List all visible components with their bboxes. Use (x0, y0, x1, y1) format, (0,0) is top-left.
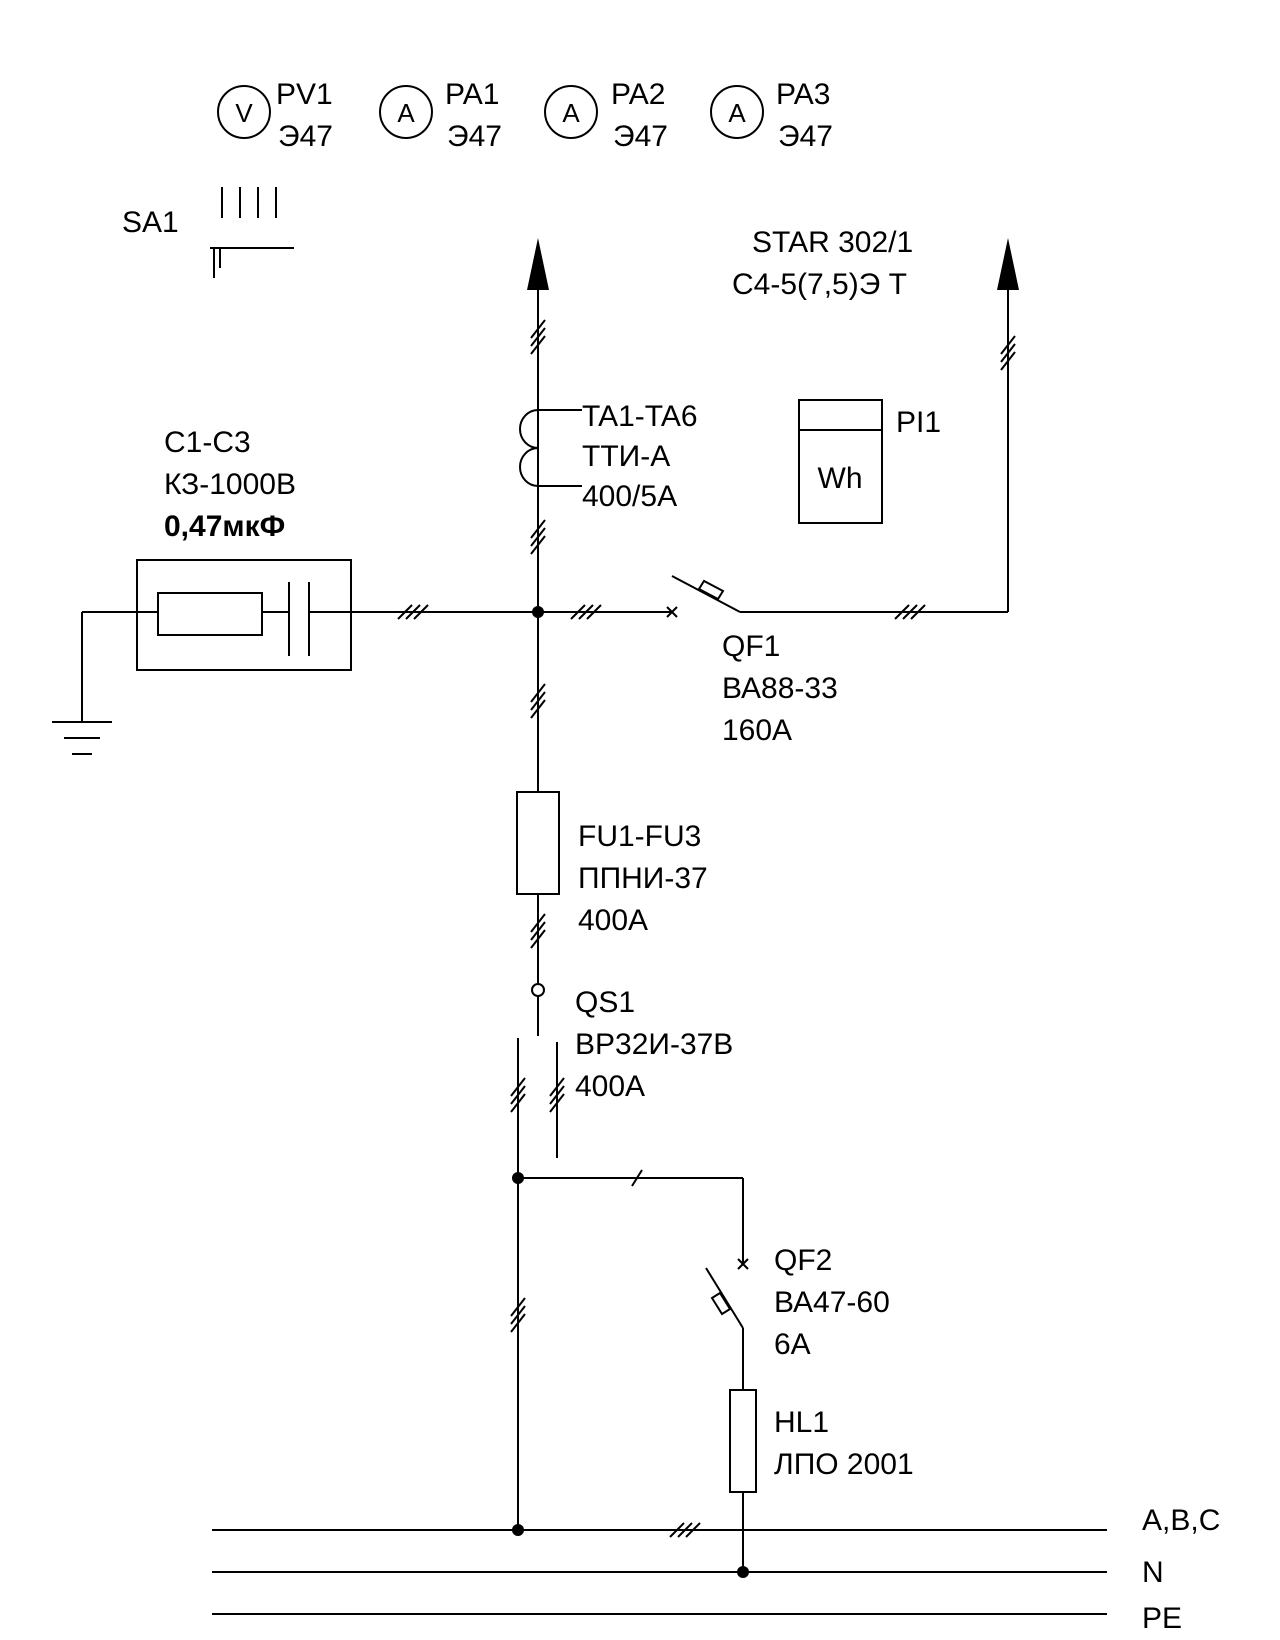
bus-phase-label: A,B,C (1142, 1504, 1220, 1537)
qf2-type: ВА47-60 (774, 1286, 890, 1319)
qf1-rating: 160А (722, 714, 792, 747)
disconnector-qs1: QS1 ВР32И-37В 400А (510, 983, 733, 1178)
meter-pa1: A PA1 Э47 (379, 78, 502, 153)
fuse-name: FU1-FU3 (578, 820, 701, 853)
fuse-type: ППНИ-37 (578, 862, 708, 895)
bus-pe-label: PE (1142, 1602, 1182, 1635)
meter-pa2: A PA2 Э47 (544, 78, 668, 153)
bus-neutral-label: N (1142, 1556, 1164, 1589)
meter-pa2-letter: A (562, 98, 580, 128)
energy-meter-name: PI1 (896, 406, 941, 439)
ct-type: ТТИ-А (582, 440, 670, 473)
qf1-type: ВА88-33 (722, 672, 838, 705)
ct-rating: 400/5А (582, 480, 677, 513)
meter-pa2-name: PA2 (611, 78, 665, 111)
meter-pv1-name: PV1 (276, 78, 333, 111)
meter-pa3-name: PA3 (776, 78, 830, 111)
meter-pv1-type: Э47 (278, 120, 333, 153)
qs1-name: QS1 (575, 986, 635, 1019)
buses: A,B,C N PE (212, 1504, 1220, 1635)
fuse-fu1-fu3: FU1-FU3 ППНИ-37 400А (516, 791, 708, 937)
meter-pa3: A PA3 Э47 (710, 78, 833, 153)
capacitor-value: 0,47мкФ (164, 510, 285, 543)
lower-feeder (510, 1172, 526, 1536)
qf1-name: QF1 (722, 630, 780, 663)
meter-pa1-name: PA1 (445, 78, 499, 111)
energy-meter-symbol: Wh (818, 462, 863, 495)
meter-pa3-letter: A (728, 98, 746, 128)
meter-pa1-letter: A (397, 98, 415, 128)
capacitor-c1-c3: С1-С3 КЗ-1000В 0,47мкФ (52, 426, 538, 755)
qf2-rating: 6А (774, 1328, 811, 1361)
qf2-name: QF2 (774, 1244, 832, 1277)
hl1-type: ЛПО 2001 (774, 1448, 914, 1481)
meter-pv1-letter: V (235, 98, 253, 128)
hl1-name: HL1 (774, 1406, 829, 1439)
energy-meter-model-line1: STAR 302/1 (752, 226, 913, 259)
qf1-branch: QF1 ВА88-33 160А (538, 238, 1019, 747)
energy-meter-pi1: STAR 302/1 С4-5(7,5)Э Т Wh PI1 (732, 226, 941, 524)
qs1-type: ВР32И-37В (575, 1028, 733, 1061)
fuse-rating: 400А (578, 904, 648, 937)
meter-pa1-type: Э47 (447, 120, 502, 153)
energy-meter-model-line2: С4-5(7,5)Э Т (732, 268, 907, 301)
capacitor-type: КЗ-1000В (164, 468, 296, 501)
meter-pa2-type: Э47 (613, 120, 668, 153)
meter-pv1: V PV1 Э47 (217, 78, 333, 153)
ct-name: TA1-TA6 (582, 400, 698, 433)
qf2-branch: QF2 ВА47-60 6А HL1 ЛПО 2001 (518, 1169, 914, 1578)
sa1-label: SA1 (122, 206, 179, 239)
switch-sa1: SA1 (122, 187, 294, 278)
capacitor-name: С1-С3 (164, 426, 251, 459)
qs1-rating: 400А (575, 1070, 645, 1103)
meter-pa3-type: Э47 (778, 120, 833, 153)
current-transformer: TA1-TA6 ТТИ-А 400/5А (519, 400, 698, 513)
